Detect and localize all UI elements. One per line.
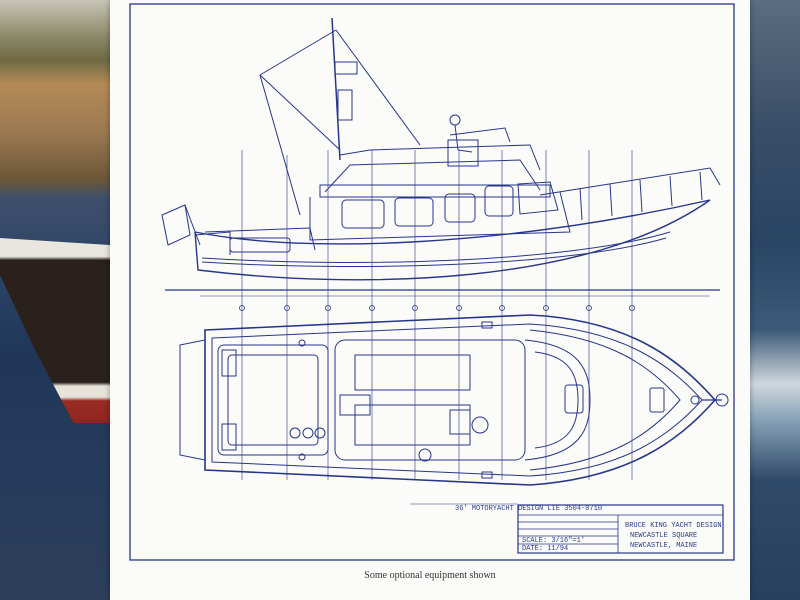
station-lines	[241, 150, 633, 480]
title-block-designer: BRUCE KING YACHT DESIGN	[625, 522, 722, 530]
title-block-scale: SCALE: 3/16"=1'	[522, 537, 586, 545]
drawing-border	[129, 3, 735, 561]
title-block-address-1: NEWCASTLE SQUARE	[630, 532, 698, 540]
blueprint-sheet: 36' MOTORYACHT DESIGN LIE 3504-0710 BRUC…	[110, 0, 750, 600]
profile-view	[161, 17, 721, 297]
title-block	[410, 503, 724, 554]
plan-view	[179, 314, 729, 486]
background-photo-right	[748, 0, 800, 600]
title-block-address-2: NEWCASTLE, MAINE	[630, 542, 698, 550]
station-markers	[239, 305, 635, 311]
boat-drawing	[129, 3, 735, 561]
title-block-header: 36' MOTORYACHT DESIGN LIE 3504-0710	[455, 505, 603, 513]
title-block-date: DATE: 11/94	[522, 545, 569, 553]
caption: Some optional equipment shown	[364, 570, 496, 581]
